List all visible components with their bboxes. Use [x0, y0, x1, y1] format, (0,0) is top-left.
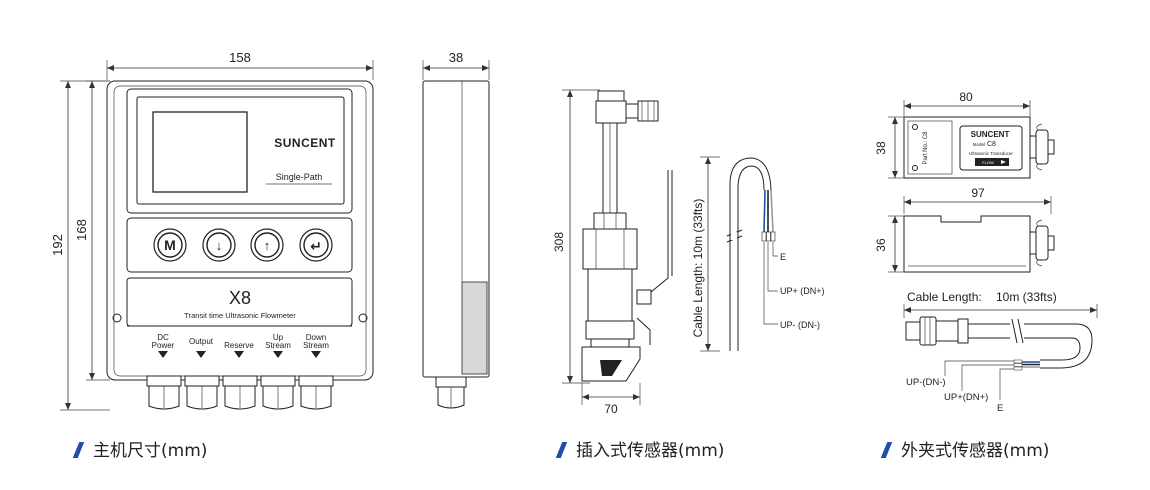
- svg-text:Up: Up: [273, 333, 284, 342]
- clamp-model-label: C8: [987, 141, 996, 148]
- flow-direction-label: FLOW: [982, 160, 994, 165]
- width-dimension: 158: [229, 50, 251, 65]
- clamp-top-height: 38: [874, 141, 888, 155]
- main-unit-side: 38: [422, 50, 490, 409]
- enter-icon: ↵: [310, 238, 322, 254]
- terminal-labels: DC Power Output Reserve Up Stream Down S…: [152, 333, 330, 350]
- svg-text:Output: Output: [189, 337, 214, 346]
- clamp-sensor: 80 38 Part No.: C8 SUNCENT Model C8 Ultr…: [874, 90, 1098, 414]
- inner-height-dimension: 168: [74, 219, 89, 241]
- clamp-side-width: 97: [971, 186, 985, 200]
- down-button[interactable]: ↓: [202, 228, 236, 262]
- wire-label-up-minus: UP- (DN-): [780, 320, 820, 330]
- enter-button[interactable]: ↵: [299, 228, 333, 262]
- sensor-height-dimension: 308: [552, 232, 566, 252]
- cable-glands: [146, 375, 334, 410]
- outer-height-dimension: 192: [50, 234, 65, 256]
- clamp-side-height: 36: [874, 238, 888, 252]
- clamp-sensor-caption: 外夹式传感器(mm): [880, 436, 1049, 461]
- depth-dimension: 38: [449, 50, 463, 65]
- clamp-wire-label-up-plus: UP+(DN+): [944, 392, 988, 403]
- keypad: M ↓ ↑ ↵: [153, 228, 333, 262]
- insertion-sensor: 308 70: [552, 89, 825, 416]
- svg-text:Reserve: Reserve: [224, 341, 254, 350]
- svg-text:Stream: Stream: [303, 341, 329, 350]
- main-unit-front: 158 192 168 SUNCENT Single-Path M: [50, 50, 374, 411]
- brand-label: SUNCENT: [274, 136, 336, 150]
- wire-label-up-plus: UP+ (DN+): [780, 286, 825, 296]
- sensor-width-dimension: 70: [604, 402, 618, 416]
- clamp-top-width: 80: [959, 90, 973, 104]
- svg-text:Stream: Stream: [265, 341, 291, 350]
- svg-text:Power: Power: [152, 341, 175, 350]
- clamp-cable-length-prefix: Cable Length:: [907, 290, 982, 304]
- clamp-wire-label-up-minus: UP-(DN-): [906, 377, 946, 388]
- part-number-label: Part No.: C8: [923, 131, 929, 165]
- menu-button[interactable]: M: [153, 228, 187, 262]
- clamp-brand-label: SUNCENT: [971, 130, 1010, 139]
- down-arrow-icon: ↓: [216, 238, 223, 253]
- wire-label-e: E: [780, 252, 786, 262]
- transducer-type-label: Ultrasonic Transducer: [969, 151, 1013, 156]
- model-prefix: Model: [973, 142, 985, 147]
- model-label: X8: [229, 288, 251, 308]
- mode-label: Single-Path: [276, 172, 323, 182]
- clamp-wire-label-e: E: [997, 403, 1003, 414]
- lcd-screen: [152, 111, 248, 193]
- subtitle-label: Transit time Ultrasonic Flowmeter: [184, 311, 296, 320]
- main-unit-caption: 主机尺寸(mm): [72, 436, 207, 461]
- menu-button-label: M: [164, 237, 176, 253]
- up-arrow-icon: ↑: [264, 238, 271, 253]
- svg-text:DC: DC: [157, 333, 169, 342]
- clamp-cable-length-value: 10m (33fts): [996, 290, 1057, 304]
- svg-text:Down: Down: [306, 333, 326, 342]
- terminal-arrows: [158, 351, 321, 358]
- insertion-cable-length: Cable Length: 10m (33fts): [691, 199, 705, 338]
- insertion-sensor-caption: 插入式传感器(mm): [555, 436, 724, 461]
- up-button[interactable]: ↑: [250, 228, 284, 262]
